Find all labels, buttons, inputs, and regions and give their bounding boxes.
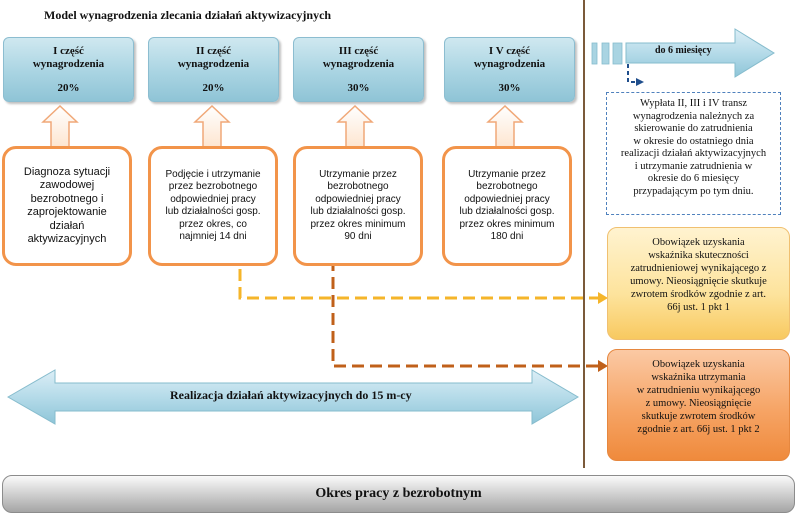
stage-text-line: zawodowej	[39, 179, 95, 191]
arrow-stripe-2	[601, 42, 610, 65]
obligation-line: wskaźnika skuteczności	[648, 250, 749, 261]
payment-part-percent: 30%	[498, 82, 521, 94]
stage-text-line: lub działalności gosp.	[459, 206, 555, 217]
payment-part-label: wynagrodzenia	[177, 58, 250, 70]
six-months-label: do 6 miesięcy	[655, 45, 712, 56]
yellow-connector	[215, 256, 600, 300]
payment-part-label: III część	[338, 45, 379, 57]
obligation-line: zwrotem środków zgodnie z art.	[631, 289, 766, 300]
stage-text-line: aktywizacyjnych	[27, 233, 107, 245]
payment-part-3: III część wynagrodzenia 30%	[293, 37, 424, 102]
payment-part-label: II część	[195, 45, 232, 57]
payout-info-line: skierowanie do zatrudnienia	[634, 123, 753, 134]
obligation-line: w zatrudnieniu wynikającego	[636, 385, 761, 396]
stage-text-line: odpowiedniej pracy	[464, 193, 550, 205]
six-months-arrow	[625, 28, 775, 78]
obligation-line: skutkuje zwrotem środków	[641, 411, 756, 422]
arrow-stripe-1	[591, 42, 598, 65]
diagram-title: Model wynagrodzenia zlecania działań akt…	[44, 8, 332, 22]
payout-info-line: i utrzymanie zatrudnienia w	[634, 160, 753, 172]
payment-part-label: wynagrodzenia	[32, 58, 105, 70]
stage-text-line: działań	[49, 219, 85, 232]
stage-text-line: najmniej 14 dni	[179, 231, 247, 242]
stage-text-line: przez okres, co	[179, 218, 247, 230]
payment-part-label: I część	[53, 45, 84, 57]
obligation-line: wskaźnika utrzymania	[651, 372, 746, 383]
obligation-line: Obowiązek uzyskania	[652, 359, 745, 370]
brown-connector	[316, 256, 600, 368]
obligation-line: umowy. Nieosiągnięcie skutkuje	[630, 276, 767, 287]
stage-box-diagnosis: Diagnoza sytuacji zawodowej bezrobotnego…	[2, 146, 132, 266]
stage-box-180-days: Utrzymanie przez bezrobotnego odpowiedni…	[442, 146, 572, 266]
stage-text-line: bezrobotnego	[327, 181, 389, 192]
obligation-employment-box: Obowiązek uzyskania wskaźnika skutecznoś…	[607, 227, 790, 340]
stage-text-line: 90 dni	[344, 231, 372, 242]
obligation-retention-box: Obowiązek uzyskania wskaźnika utrzymania…	[607, 349, 790, 461]
payout-info-line: wynagrodzenia należnych za	[632, 110, 755, 122]
payment-part-percent: 20%	[57, 82, 80, 94]
stage-text-line: Utrzymanie przez	[468, 168, 546, 180]
stage-box-14-days: Podjęcie i utrzymanie przez bezrobotnego…	[148, 146, 278, 266]
stage-text-line: bezrobotnego i	[30, 192, 104, 205]
obligation-line: zatrudnieniowej wynikającego z	[630, 263, 767, 274]
stage-text-line: przez okres minimum	[459, 218, 555, 230]
payout-connector	[627, 64, 638, 83]
payment-part-percent: 30%	[347, 82, 370, 94]
stage-text-line: lub działalności gosp.	[310, 206, 406, 217]
payment-part-1: I część wynagrodzenia 20%	[3, 37, 134, 102]
obligation-line: 66j ust. 1 pkt 1	[667, 302, 730, 313]
payout-info-line: okresie do 6 miesięcy	[647, 173, 740, 184]
up-arrow-4	[486, 104, 524, 149]
timeline-divider	[583, 0, 585, 468]
realization-arrow	[6, 369, 579, 425]
obligation-line: Obowiązek uzyskania	[652, 237, 745, 248]
stage-text-line: zaprojektowanie	[27, 206, 107, 218]
realization-label: Realizacja działań aktywizacyjnych do 15…	[170, 388, 412, 402]
up-arrow-1	[41, 104, 79, 149]
work-period-label: Okres pracy z bezrobotnym	[315, 486, 482, 501]
obligation-line: z umowy. Nieosiągnięcie	[645, 398, 752, 409]
payment-part-2: II część wynagrodzenia 20%	[148, 37, 279, 102]
stage-text-line: 180 dni	[490, 231, 524, 242]
payout-info-line: Wypłata II, III i IV transz	[639, 98, 748, 109]
payment-part-label: I V część	[488, 45, 531, 57]
arrow-stripe-3	[612, 42, 623, 65]
stage-text-line: lub działalności gosp.	[165, 206, 261, 217]
payment-part-percent: 20%	[202, 82, 225, 94]
stage-text-line: Utrzymanie przez	[319, 168, 397, 180]
payment-part-label: wynagrodzenia	[322, 58, 395, 70]
work-period-bar: Okres pracy z bezrobotnym	[2, 475, 795, 513]
stage-text-line: bezrobotnego	[476, 181, 538, 192]
payment-part-label: wynagrodzenia	[473, 58, 546, 70]
payout-info-line: realizacji działań aktywizacyjnych	[620, 148, 767, 159]
stage-text-line: Podjęcie i utrzymanie	[165, 168, 261, 180]
obligation-line: zgodnie z art. 66j ust. 1 pkt 2	[637, 424, 760, 435]
stage-text-line: Diagnoza sytuacji	[23, 165, 111, 178]
stage-text-line: przez okres minimum	[310, 218, 406, 230]
payout-info-box: Wypłata II, III i IV transz wynagrodzeni…	[606, 92, 781, 215]
stage-text-line: przez bezrobotnego	[168, 181, 258, 192]
stage-box-90-days: Utrzymanie przez bezrobotnego odpowiedni…	[293, 146, 423, 266]
payout-info-line: przypadającym po tym dniu.	[633, 185, 754, 197]
up-arrow-2	[193, 104, 231, 149]
payment-part-4: I V część wynagrodzenia 30%	[444, 37, 575, 102]
payout-info-line: w okresie do ostatniego dnia	[633, 135, 754, 147]
stage-text-line: odpowiedniej pracy	[315, 193, 401, 205]
up-arrow-3	[336, 104, 374, 149]
stage-text-line: odpowiedniej pracy	[170, 193, 256, 205]
